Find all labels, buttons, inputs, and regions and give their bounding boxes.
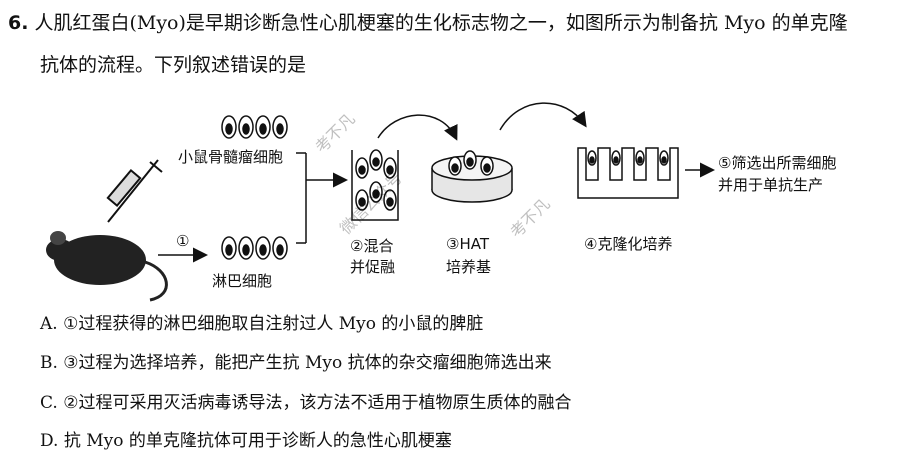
myeloma-cells-icon — [221, 115, 288, 139]
question-line-1: 6.人肌红蛋白(Myo)是早期诊断急性心肌梗塞的生化标志物之一，如图所示为制备抗… — [8, 8, 848, 35]
myeloma-label: 小鼠骨髓瘤细胞 — [178, 148, 284, 166]
step4-label: ④克隆化培养 — [584, 235, 673, 253]
question-line-2: 抗体的流程。下列叙述错误的是 — [40, 54, 307, 76]
option-a[interactable]: A. ①过程获得的淋巴细胞取自注射过人 Myo 的小鼠的脾脏 — [40, 314, 484, 334]
option-d[interactable]: D. 抗 Myo 的单克隆抗体可用于诊断人的急性心肌梗塞 — [40, 431, 452, 451]
step5-label-line1: ⑤筛选出所需细胞 — [718, 154, 837, 172]
mixing-tube-icon — [351, 149, 399, 221]
step2-label-line2: 并促融 — [350, 258, 396, 276]
hat-dish-icon — [431, 150, 513, 203]
mouse-icon — [46, 231, 168, 302]
curved-arrow-1 — [377, 114, 458, 141]
option-b[interactable]: B. ③过程为选择培养，能把产生抗 Myo 抗体的杂交瘤细胞筛选出来 — [40, 353, 552, 373]
step1-label: ① — [176, 232, 190, 250]
curved-arrow-2 — [499, 102, 587, 131]
step5-label-line2: 并用于单抗生产 — [718, 176, 824, 194]
lymph-label: 淋巴细胞 — [212, 272, 273, 290]
syringe-icon — [106, 159, 163, 223]
question-number: 6. — [8, 12, 29, 34]
step2-label-line1: ②混合 — [350, 237, 394, 255]
lymph-cells-icon — [221, 236, 288, 260]
merge-lines — [296, 152, 348, 244]
question-text-1: 人肌红蛋白(Myo)是早期诊断急性心肌梗塞的生化标志物之一，如图所示为制备抗 M… — [34, 12, 848, 34]
clone-plate-icon — [577, 147, 679, 199]
step3-label-line2: 培养基 — [446, 258, 492, 276]
step3-label-line1: ③HAT — [446, 235, 489, 253]
option-c[interactable]: C. ②过程可采用灭活病毒诱导法，该方法不适用于植物原生质体的融合 — [40, 393, 572, 413]
